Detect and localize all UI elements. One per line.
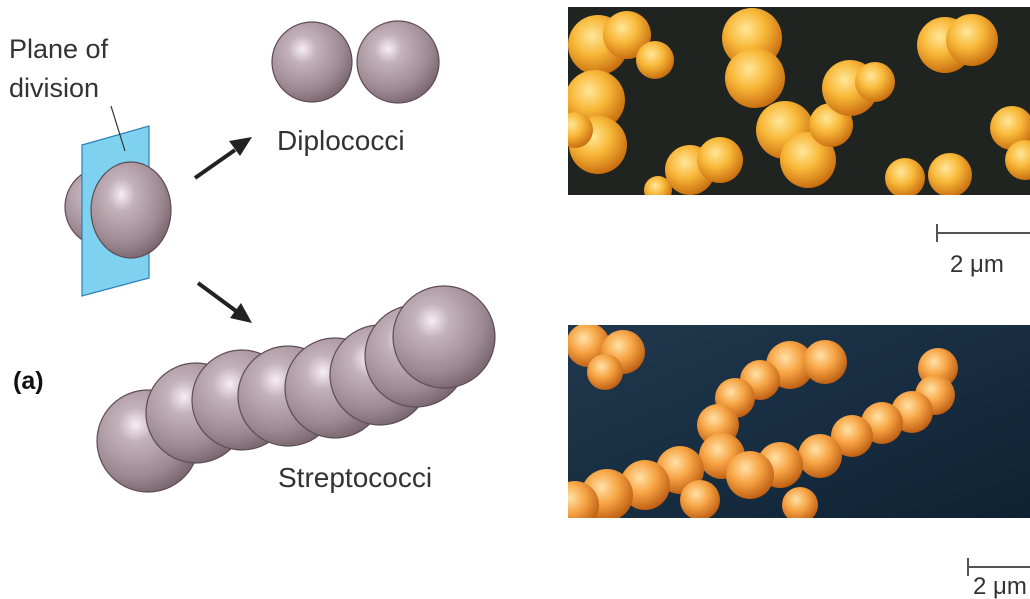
micrograph-diplococci [557,7,1030,204]
diplococci-cells [272,21,439,103]
arrow-to-streptococci [198,283,252,323]
scale-bar-top-label: 2 μm [950,251,1004,278]
scale-bar-bottom: 2 μm [968,558,1030,599]
scale-bar-top: 2 μm [937,224,1030,278]
arrow-to-diplococci [195,137,252,178]
plane-of-division-label-line1: Plane of [9,34,109,64]
plane-of-division-label-line2: division [9,73,99,103]
micrograph-streptococci [551,323,1030,529]
dividing-cell [65,126,171,296]
panel-label: (a) [13,367,44,395]
scale-bar-bottom-label: 2 μm [973,573,1027,599]
streptococci-label: Streptococci [278,462,432,493]
diplococci-label: Diplococci [277,125,405,156]
